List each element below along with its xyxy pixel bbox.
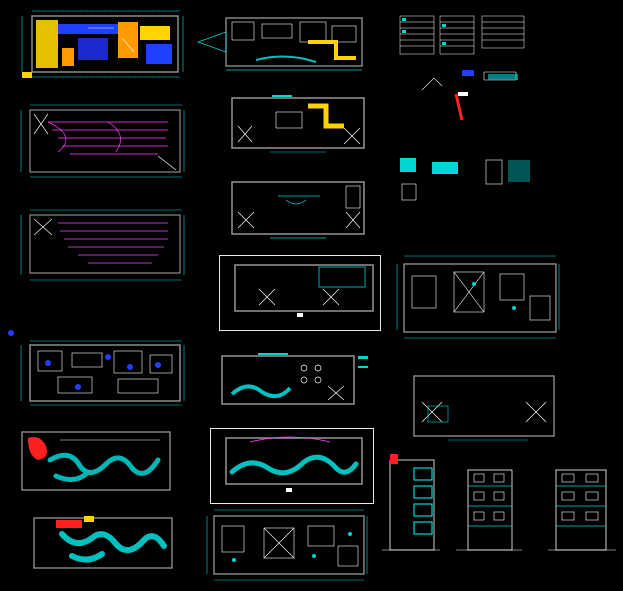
- floor-plan-icon: [20, 104, 185, 178]
- floor-plan-icon: [20, 340, 185, 406]
- floor-plan-icon: [206, 509, 368, 581]
- legend-table-icon: [399, 15, 525, 55]
- hvac-floor-plan[interactable]: [18, 8, 186, 80]
- floor-plan-icon: [33, 516, 173, 569]
- bottom-plan[interactable]: [204, 506, 370, 584]
- floor-plan-icon: [234, 264, 374, 317]
- floor-plan-icon: [196, 17, 363, 71]
- floor-plan-icon: [225, 436, 363, 492]
- elevation-1[interactable]: [380, 452, 442, 556]
- floor-plan-icon: [396, 255, 560, 339]
- framed-plan-2[interactable]: [210, 428, 374, 504]
- right-plan-1[interactable]: [394, 252, 562, 344]
- roof-plan-top[interactable]: [196, 12, 366, 72]
- sheet-frame: [210, 428, 374, 504]
- construction-details[interactable]: [396, 64, 542, 204]
- elevation-3[interactable]: [546, 466, 618, 556]
- detail-icon: [400, 70, 530, 201]
- floor-plan-icon: [231, 95, 365, 153]
- mid-plan-3[interactable]: [218, 350, 370, 410]
- fire-protection-plan[interactable]: [20, 430, 172, 492]
- floor-plan-icon: [221, 353, 368, 405]
- mid-plan-2[interactable]: [226, 176, 370, 242]
- floor-plan-icon: [231, 181, 365, 239]
- elevation-icon: [548, 469, 616, 551]
- furniture-plan-left[interactable]: [18, 337, 186, 409]
- plumbing-plan-left[interactable]: [32, 514, 174, 572]
- elevation-icon: [382, 454, 440, 551]
- mid-plan-1[interactable]: [226, 92, 370, 156]
- floor-plan-icon: [21, 431, 171, 491]
- marker-dot: [8, 330, 14, 336]
- electrical-plan-1[interactable]: [18, 100, 186, 182]
- electrical-plan-2[interactable]: [18, 205, 186, 285]
- floor-plan-icon: [413, 375, 555, 441]
- sheet-frame: [219, 255, 381, 331]
- right-plan-2[interactable]: [408, 372, 558, 444]
- elevation-2[interactable]: [454, 466, 524, 556]
- legend-tables[interactable]: [398, 14, 528, 58]
- floor-plan-icon: [21, 10, 184, 78]
- framed-plan-1[interactable]: [219, 255, 381, 331]
- floor-plan-icon: [20, 209, 185, 281]
- elevation-icon: [456, 469, 522, 551]
